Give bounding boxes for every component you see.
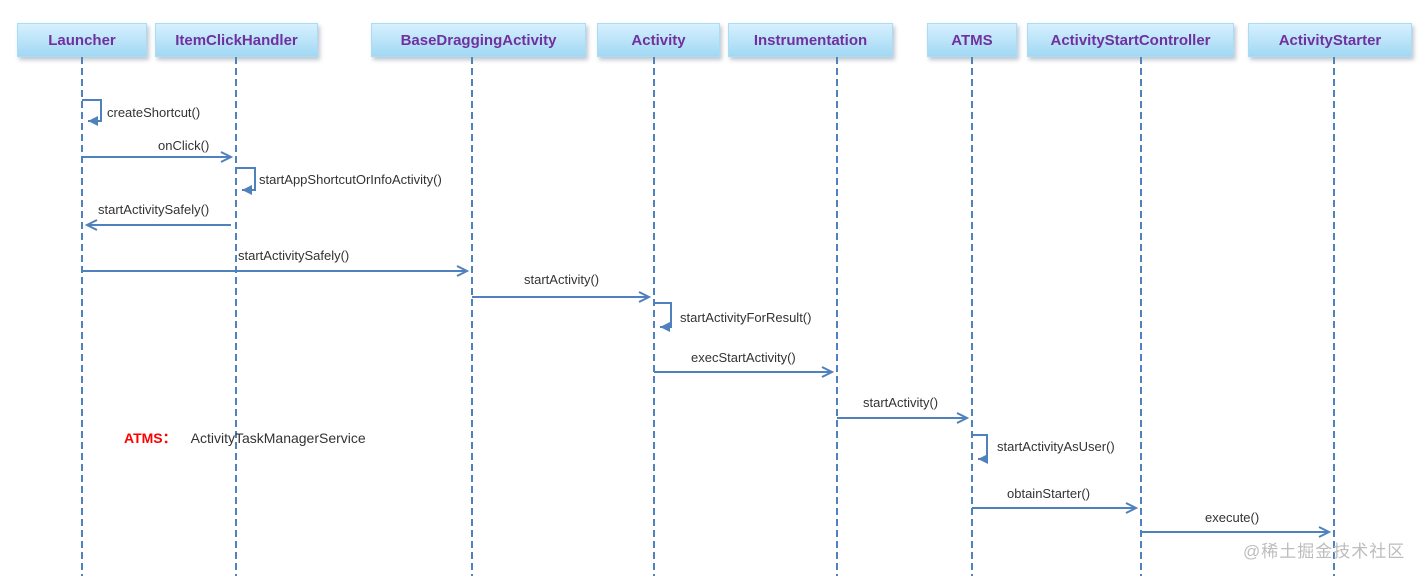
message-label-createshortcut: createShortcut() [107,105,201,120]
actor-instrumentation: Instrumentation [728,23,893,57]
message-label-startactivityasuser: startActivityAsUser() [997,439,1115,454]
message-label-startactivity-1: startActivity() [524,272,600,287]
arrow-createshortcut-self [82,99,102,126]
message-label-startactivityforresult: startActivityForResult() [680,310,812,325]
message-label-execute: execute() [1205,510,1260,525]
actor-atms: ATMS [927,23,1017,57]
actor-basedraggingactivity: BaseDraggingActivity [371,23,586,57]
message-label-startactivity-2: startActivity() [863,395,939,410]
message-label-obtainstarter: obtainStarter() [1007,486,1091,501]
message-label-startappshortcutorinfoactivity: startAppShortcutOrInfoActivity() [259,172,442,187]
actor-itemclickhandler: ItemClickHandler [155,23,318,57]
message-label-execstartactivity: execStartActivity() [691,350,796,365]
message-label-startactivitysafely-return: startActivitySafely() [98,202,210,217]
atms-note: ATMS： ActivityTaskManagerService [124,428,366,448]
message-label-onclick: onClick() [158,138,210,153]
actor-activitystartcontroller: ActivityStartController [1027,23,1234,57]
arrow-startactivityasuser-self [972,434,988,464]
arrow-startactivityforresult-self [654,302,672,332]
message-label-startactivitysafely: startActivitySafely() [238,248,350,263]
atms-note-term: ATMS： [124,430,177,446]
watermark: @稀土掘金技术社区 [1243,542,1406,561]
actor-launcher: Launcher [17,23,147,57]
atms-note-definition: ActivityTaskManagerService [190,430,366,446]
arrow-startappshortcutorinfoactivity-self [236,167,256,195]
actor-activitystarter: ActivityStarter [1248,23,1412,57]
actor-activity: Activity [597,23,720,57]
